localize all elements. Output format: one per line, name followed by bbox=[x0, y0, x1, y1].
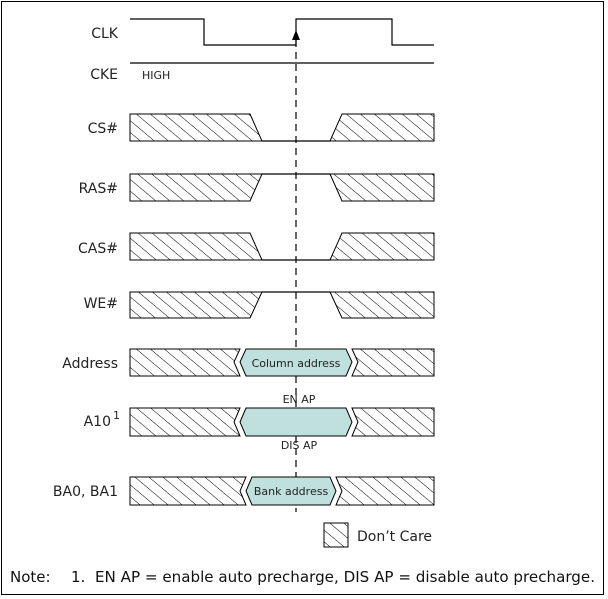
we-dont-care-left bbox=[129, 291, 263, 319]
address-dont-care-right bbox=[351, 348, 435, 377]
ba-dont-care-right bbox=[335, 476, 435, 506]
cs-dont-care-left bbox=[129, 113, 263, 142]
bank-address-valid-window bbox=[245, 476, 337, 506]
we-dont-care-right bbox=[329, 291, 435, 319]
dont-care-swatch-icon bbox=[323, 522, 349, 548]
a10-dont-care-left bbox=[129, 407, 241, 437]
a10-dont-care-right bbox=[351, 407, 435, 437]
ras-dont-care-left bbox=[129, 173, 263, 202]
signal-label-cs: CS# bbox=[88, 121, 118, 137]
cs-dont-care-right bbox=[329, 113, 435, 142]
cs-waveform bbox=[129, 113, 435, 142]
note-number: 1. bbox=[71, 568, 85, 586]
signal-label-clk: CLK bbox=[91, 26, 119, 42]
a10-waveform: EN AP DIS AP bbox=[129, 393, 435, 452]
footnote: Note: 1. EN AP = enable auto precharge, … bbox=[10, 568, 595, 586]
ras-waveform bbox=[129, 173, 435, 202]
ras-dont-care-right bbox=[329, 173, 435, 202]
we-waveform bbox=[129, 291, 435, 319]
signal-label-we: WE# bbox=[84, 296, 118, 312]
a10-footnote-marker: 1 bbox=[113, 409, 120, 422]
signal-label-cke: CKE bbox=[90, 67, 118, 83]
dis-ap-label: DIS AP bbox=[281, 439, 318, 452]
clk-waveform bbox=[130, 18, 434, 46]
cke-high-label: HIGH bbox=[142, 69, 170, 82]
dont-care-legend-label: Don’t Care bbox=[357, 529, 432, 545]
signal-label-ras: RAS# bbox=[79, 181, 118, 197]
note-text: EN AP = enable auto precharge, DIS AP = … bbox=[95, 568, 595, 586]
cas-dont-care-left bbox=[129, 232, 263, 261]
signal-label-a10: A10 bbox=[84, 414, 111, 430]
signal-label-cas: CAS# bbox=[78, 241, 118, 257]
en-ap-label: EN AP bbox=[283, 393, 316, 406]
signal-label-ba: BA0, BA1 bbox=[53, 484, 118, 500]
cas-waveform bbox=[129, 232, 435, 261]
legend: Don’t Care bbox=[323, 522, 432, 548]
address-dont-care-left bbox=[129, 348, 241, 377]
note-prefix: Note: bbox=[10, 568, 51, 586]
a10-valid-window bbox=[239, 407, 353, 437]
column-address-label: Column address bbox=[252, 357, 341, 370]
address-waveform: Column address bbox=[129, 348, 435, 377]
cas-dont-care-right bbox=[329, 232, 435, 261]
signal-label-address: Address bbox=[62, 356, 118, 372]
ba-dont-care-left bbox=[129, 476, 247, 506]
bank-address-label: Bank address bbox=[254, 485, 329, 498]
column-address-valid-window bbox=[239, 348, 353, 377]
bank-address-waveform: Bank address bbox=[129, 476, 435, 506]
clk-rising-edge-arrow-icon bbox=[292, 30, 300, 40]
